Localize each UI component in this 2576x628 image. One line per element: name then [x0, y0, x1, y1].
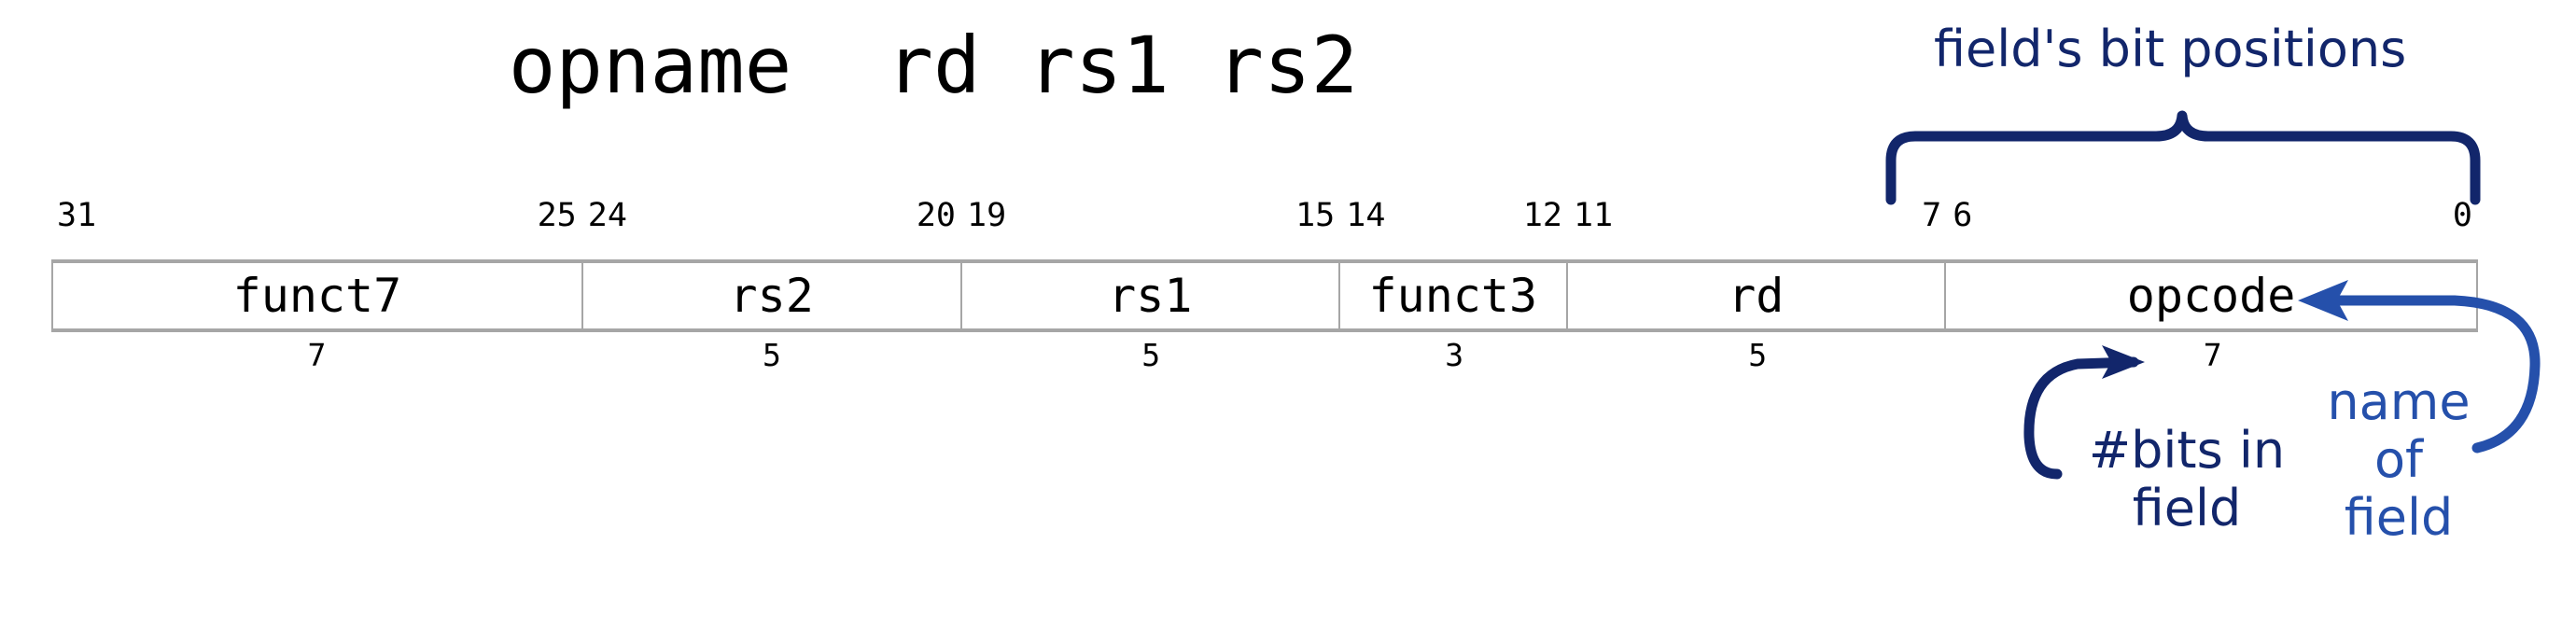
- field-width-rs1: 5: [1141, 337, 1161, 373]
- instruction-field-table: funct7 rs2 rs1 funct3 rd opcode: [51, 259, 2478, 332]
- field-cell-rs1: rs1: [961, 263, 1341, 328]
- field-name-label: rs1: [1108, 269, 1193, 323]
- field-cell-opcode: opcode: [1946, 263, 2476, 328]
- bit-span-funct3: 14 12: [1340, 194, 1568, 237]
- bit-low-opcode: 0: [2452, 197, 2472, 234]
- field-width-row: 7 5 5 3 5 7: [0, 336, 2576, 375]
- field-cell-rs2: rs2: [582, 263, 962, 328]
- field-name-label: funct7: [232, 269, 402, 323]
- bit-high-rd: 11: [1574, 197, 1614, 234]
- field-name-label: rs2: [729, 269, 814, 323]
- field-width-funct7: 7: [307, 337, 327, 373]
- bit-span-rs2: 24 20: [582, 194, 961, 237]
- field-name-label: opcode: [2126, 269, 2296, 323]
- bit-high-opcode: 6: [1953, 197, 1973, 234]
- bit-low-funct7: 25: [537, 197, 577, 234]
- field-width-opcode: 7: [2203, 337, 2222, 373]
- field-cell-funct3: funct3: [1340, 263, 1568, 328]
- bit-low-rs1: 15: [1295, 197, 1336, 234]
- bit-high-funct3: 14: [1346, 197, 1386, 234]
- annotation-bit-positions-label: field's bit positions: [1934, 20, 2407, 78]
- bit-span-funct7: 31 25: [51, 194, 582, 237]
- field-width-funct3: 3: [1445, 337, 1464, 373]
- annotation-bits-in-field-label: #bits in field: [2088, 421, 2286, 537]
- field-cell-rd: rd: [1567, 263, 1947, 328]
- bit-high-rs2: 24: [587, 197, 627, 234]
- field-name-label: funct3: [1368, 269, 1538, 323]
- bit-span-rd: 11 7: [1568, 194, 1947, 237]
- annotation-name-of-field-label: name of field: [2327, 372, 2471, 547]
- bit-low-funct3: 12: [1522, 197, 1562, 234]
- bit-low-rs2: 20: [916, 197, 956, 234]
- field-width-rs2: 5: [762, 337, 781, 373]
- bit-low-rd: 7: [1922, 197, 1942, 234]
- assembly-title: opname rd rs1 rs2: [508, 20, 1359, 111]
- curly-brace-icon: [1885, 110, 2481, 205]
- bit-high-rs1: 19: [967, 197, 1007, 234]
- bit-high-funct7: 31: [57, 197, 97, 234]
- field-width-rd: 5: [1748, 337, 1768, 373]
- field-name-label: rd: [1728, 269, 1785, 323]
- field-cell-funct7: funct7: [53, 263, 583, 328]
